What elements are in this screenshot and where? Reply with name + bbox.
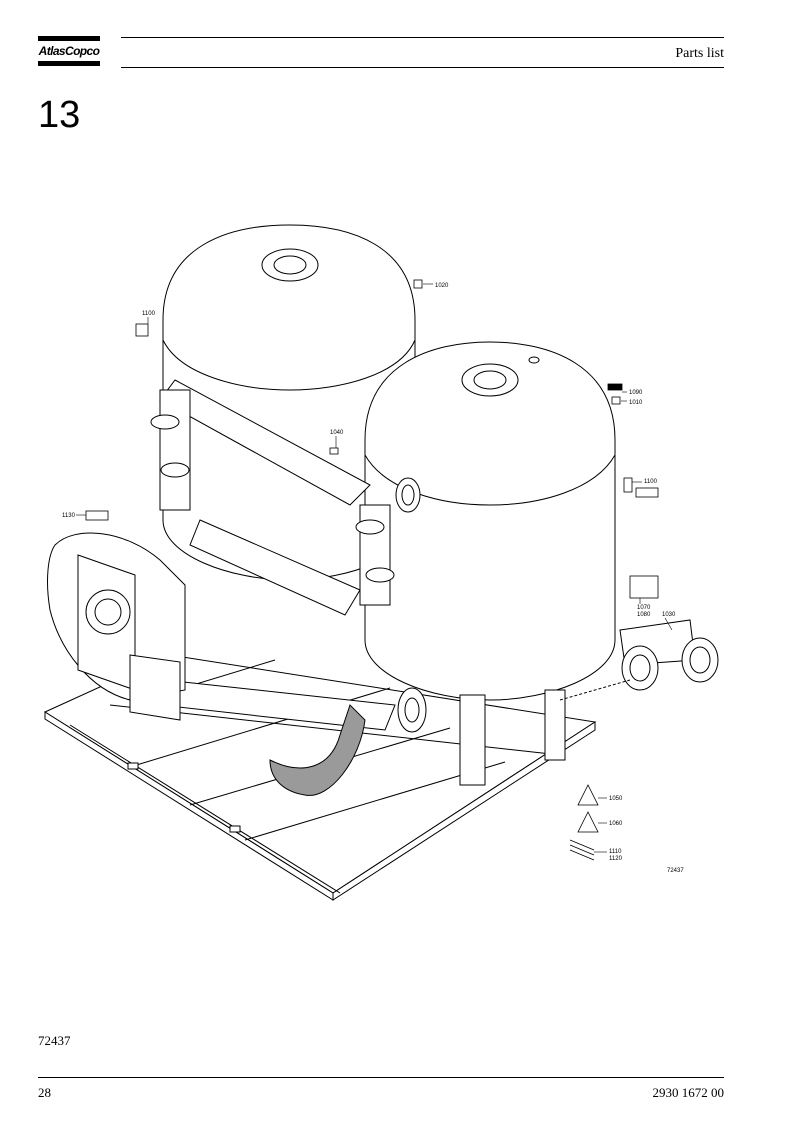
blower bbox=[47, 532, 186, 721]
front-vessel bbox=[364, 341, 616, 701]
warning-triangle-1060-icon bbox=[577, 811, 599, 833]
callout-1130: 1130 bbox=[62, 513, 76, 519]
callout-leaders bbox=[76, 283, 673, 853]
vessel-legs bbox=[459, 689, 566, 786]
stripes-1110-1120-icon bbox=[569, 839, 595, 861]
drawing-image-number: 72437 bbox=[667, 868, 684, 874]
header-title: Parts list bbox=[675, 46, 724, 61]
outlet-valve bbox=[559, 619, 719, 701]
decal-1010-icon bbox=[611, 396, 621, 405]
header-rule-top bbox=[121, 37, 724, 38]
decal-1100-icon bbox=[135, 323, 149, 337]
callout-1040: 1040 bbox=[330, 430, 344, 436]
document-number: 2930 1672 00 bbox=[652, 1085, 725, 1100]
chapter-number: 13 bbox=[38, 94, 81, 136]
decal-icons bbox=[85, 279, 659, 861]
callout-1070: 1070 bbox=[637, 605, 651, 611]
logo-wordmark: AtlasCopco bbox=[38, 44, 100, 58]
header-rule-bottom bbox=[121, 67, 724, 68]
warning-triangle-1050-icon bbox=[577, 784, 599, 806]
callout-1030: 1030 bbox=[662, 612, 676, 618]
decal-warning-1100b-icon bbox=[635, 487, 659, 498]
decal-1020-icon bbox=[413, 279, 423, 289]
callout-1020: 1020 bbox=[435, 283, 449, 289]
decal-1070-1080-icon bbox=[629, 575, 659, 599]
decal-1130-icon bbox=[85, 510, 109, 521]
piping bbox=[150, 379, 427, 733]
callout-1060: 1060 bbox=[609, 821, 623, 827]
callout-1050: 1050 bbox=[609, 796, 623, 802]
flexible-hose bbox=[269, 704, 366, 796]
callout-1100b: 1100 bbox=[644, 479, 658, 485]
decal-1100b-icon bbox=[623, 477, 633, 493]
callout-1080: 1080 bbox=[637, 612, 651, 618]
callout-1090: 1090 bbox=[629, 390, 643, 396]
logo-top-bar bbox=[38, 36, 100, 41]
callout-1010: 1010 bbox=[629, 400, 643, 406]
decal-1090-icon bbox=[607, 383, 623, 391]
decal-1040-icon bbox=[329, 447, 339, 455]
callout-1100: 1100 bbox=[142, 311, 156, 317]
logo-bottom-bar bbox=[38, 61, 100, 66]
page-number: 28 bbox=[38, 1085, 51, 1100]
atlas-copco-logo: AtlasCopco bbox=[38, 36, 100, 66]
callout-1110: 1110 bbox=[609, 849, 622, 855]
drawing-reference: 72437 bbox=[38, 1033, 71, 1048]
callout-1120: 1120 bbox=[609, 856, 623, 862]
footer-rule bbox=[38, 1077, 724, 1078]
